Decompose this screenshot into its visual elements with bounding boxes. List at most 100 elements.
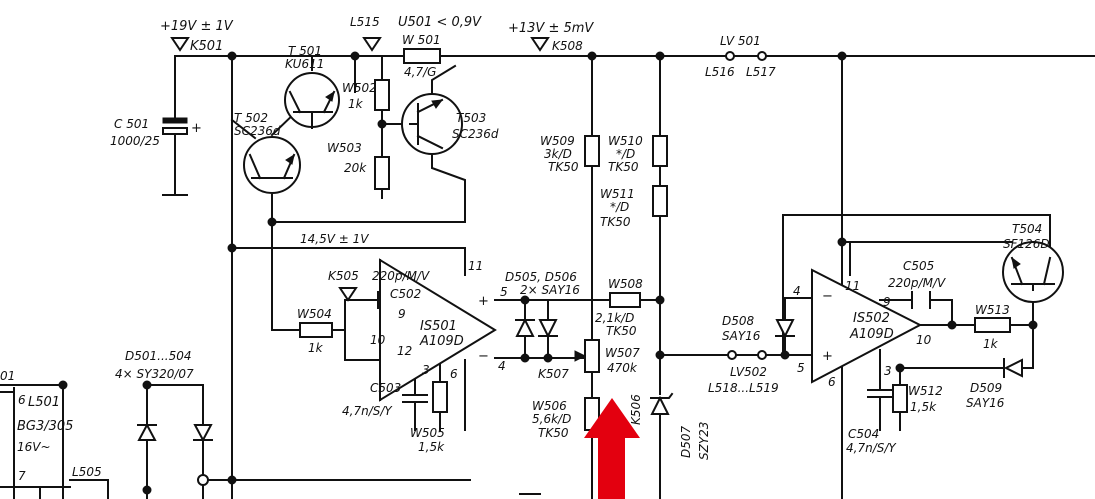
k501-label: K501: [190, 39, 223, 54]
lv501-label: LV 501: [720, 34, 761, 48]
is502-pin-4: 4: [793, 284, 801, 298]
is502-pin-3: 3: [884, 364, 892, 378]
w507-name: W507: [605, 346, 640, 360]
w508-name: W508: [608, 277, 643, 291]
k505-label: K505: [328, 269, 359, 283]
w507-value: 470k: [607, 361, 638, 375]
t503-type: SC236d: [452, 127, 499, 141]
w504-resistor: [299, 322, 333, 338]
is502-pin-6: 6: [828, 375, 836, 389]
d505-name: D505, D506: [505, 270, 577, 284]
is502-name: IS502: [853, 311, 890, 326]
w505-value: 1,5k: [418, 440, 445, 454]
w502-value: 1k: [348, 97, 364, 111]
d509-type: SAY16: [966, 396, 1005, 410]
w506-tk: TK50: [538, 426, 569, 440]
w512-resistor: [892, 384, 908, 413]
k508-label: K508: [552, 39, 583, 53]
w506-value: 5,6k/D: [532, 412, 571, 426]
w509-tk: TK50: [548, 160, 579, 174]
is502-type: A109D: [849, 327, 894, 342]
is501-pin-11: 11: [468, 259, 483, 273]
u501-label: U501 < 0,9V: [398, 15, 482, 30]
l518-label: L518...L519: [708, 381, 779, 395]
is502-pin-9: 9: [883, 295, 891, 309]
w503-value: 20k: [344, 161, 367, 175]
left-connector: [0, 387, 109, 499]
l515-triangle-icon: [362, 37, 382, 52]
is502-pin-11: 11: [845, 279, 860, 293]
l501-label: L501: [28, 395, 60, 410]
connector-pin-7: 7: [18, 469, 26, 483]
supply-14v-label: 14,5V ± 1V: [300, 232, 369, 246]
is501-minus: −: [478, 349, 489, 364]
w501-resistor: [403, 48, 441, 64]
t502-type: SC236d: [234, 124, 281, 138]
w510-tk: TK50: [608, 160, 639, 174]
w512-value: 1,5k: [910, 400, 937, 414]
c502-name: C502: [390, 287, 421, 301]
l516-label: L516: [705, 65, 735, 79]
c501-name: C 501: [114, 117, 149, 131]
is501-pin-4: 4: [498, 359, 506, 373]
is501-name: IS501: [420, 319, 457, 334]
k506-label: K506: [629, 394, 643, 425]
d508-name: D508: [722, 314, 755, 328]
l515-label: L515: [350, 15, 380, 29]
t501-transistor: [284, 72, 340, 129]
d508-type: SAY16: [722, 329, 761, 343]
t502-name: T 502: [234, 111, 268, 125]
w503-name: W503: [327, 141, 362, 155]
lv502-label: LV502: [730, 365, 767, 379]
volt16-label: 16V~: [17, 440, 51, 454]
d507-type: SZY23: [697, 422, 711, 460]
t503-name: T503: [456, 111, 486, 125]
w508-value: 2,1k/D: [595, 311, 634, 325]
w505-resistor: [432, 381, 448, 413]
w505-name: W505: [410, 426, 445, 440]
d501-name: D501...504: [125, 349, 192, 363]
supply-19v-label: +19V ± 1V: [160, 19, 234, 34]
is501-plus: +: [478, 294, 489, 309]
k508-triangle-icon: [530, 37, 550, 52]
test-points: [170, 37, 550, 302]
w503-resistor: [374, 156, 390, 190]
red-arrow-marker: [584, 398, 640, 499]
w508-tk: TK50: [606, 324, 637, 338]
w504-value: 1k: [308, 341, 324, 355]
t504-name: T504: [1012, 222, 1042, 236]
is501-pin-12: 12: [397, 344, 412, 358]
t502-transistor: [243, 136, 301, 194]
supply-13v-label: +13V ± 5mV: [508, 21, 594, 36]
k501-triangle-icon: [170, 37, 190, 52]
w511-tk: TK50: [600, 215, 631, 229]
is501-pin-3: 3: [422, 363, 430, 377]
w510-resistor: [652, 135, 668, 167]
c501-plus: +: [191, 121, 202, 136]
connector-pin-6: 6: [18, 393, 26, 407]
w511-value: */D: [610, 200, 629, 214]
bg3-label: BG3/305: [17, 419, 73, 434]
w510-name: W510: [608, 134, 643, 148]
diodes: [137, 317, 1023, 443]
c504-name: C504: [848, 427, 879, 441]
t501-name: T 501: [288, 44, 322, 58]
is501-type: A109D: [419, 334, 464, 349]
w507-potentiometer: [584, 339, 600, 373]
c505-value: 220p/M/V: [888, 276, 946, 290]
t504-type: SF126D: [1003, 237, 1050, 251]
w512-name: W512: [908, 384, 943, 398]
w511-name: W511: [600, 187, 635, 201]
w509-name: W509: [540, 134, 575, 148]
w509-value: 3k/D: [544, 147, 572, 161]
t504-transistor: [1002, 241, 1064, 303]
t503-transistor: [401, 93, 463, 155]
w511-resistor: [652, 185, 668, 217]
is502-minus: −: [822, 289, 833, 304]
is502-opamp: [811, 268, 923, 384]
l505-label: L505: [72, 465, 102, 479]
w501-value: 4,7/G: [404, 65, 436, 79]
is501-opamp: [379, 258, 497, 402]
